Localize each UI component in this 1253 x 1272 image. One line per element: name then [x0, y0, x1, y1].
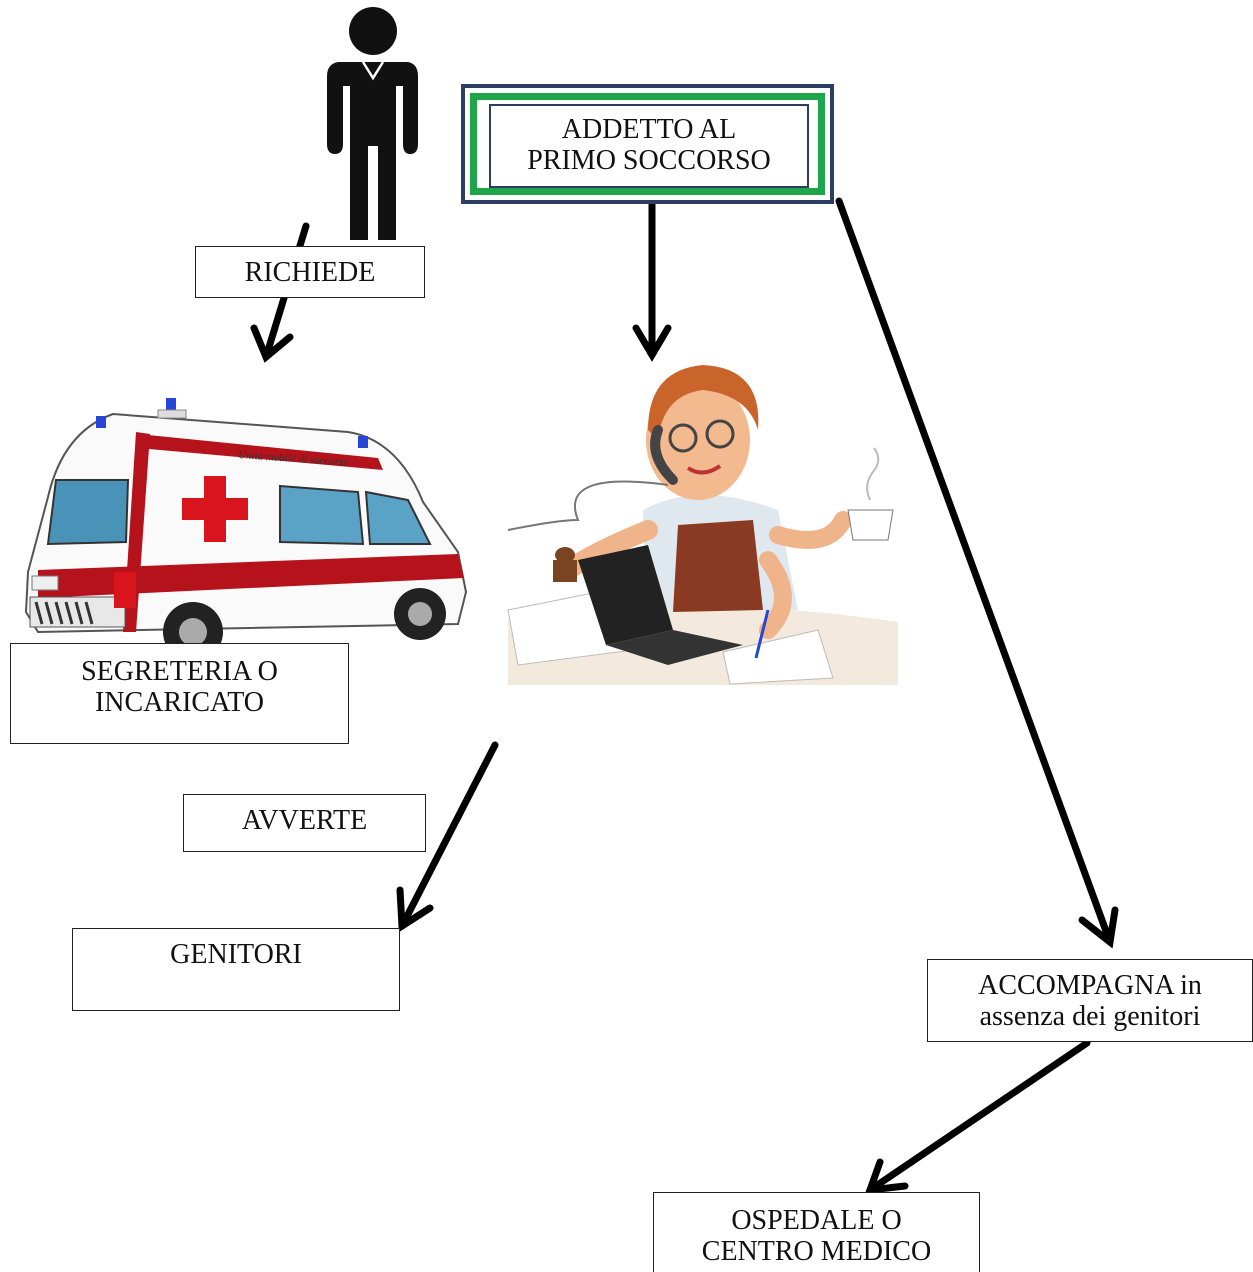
addetto-line2: PRIMO SOCCORSO — [527, 145, 771, 176]
segreteria-node: SEGRETERIA O INCARICATO — [10, 643, 349, 744]
arrow-addetto-segreteria-head — [632, 324, 672, 362]
segreteria-line2: INCARICATO — [94, 687, 265, 718]
arrow-accompagna-head — [1078, 906, 1119, 949]
arrow-richiede-head — [250, 324, 294, 363]
accompagna-line2: assenza dei genitori — [979, 1001, 1201, 1032]
segreteria-line1: SEGRETERIA O — [81, 656, 278, 687]
secretary-illustration — [507, 365, 898, 685]
richiede-label: RICHIEDE — [195, 246, 425, 298]
avverte-label: AVVERTE — [183, 794, 426, 852]
genitori-node: GENITORI — [72, 928, 400, 1011]
person-icon — [327, 7, 418, 240]
accompagna-line1: ACCOMPAGNA in — [978, 970, 1202, 1001]
arrow-ospedale-head — [864, 1158, 909, 1195]
arrow-avverte — [398, 741, 499, 930]
ospedale-line1: OSPEDALE O — [731, 1205, 902, 1236]
ospedale-line2: CENTRO MEDICO — [701, 1236, 932, 1267]
arrow-accompagna — [835, 197, 1114, 946]
arrow-avverte-head — [396, 886, 434, 933]
ospedale-node: OSPEDALE O CENTRO MEDICO — [653, 1192, 980, 1272]
addetto-primo-soccorso-node: ADDETTO AL PRIMO SOCCORSO — [461, 84, 834, 204]
arrow-ospedale — [866, 1039, 1091, 1194]
addetto-line1: ADDETTO AL — [561, 114, 737, 145]
ambulance-illustration: Unità mobile di soccorso — [24, 398, 468, 650]
accompagna-node: ACCOMPAGNA in assenza dei genitori — [927, 959, 1253, 1042]
